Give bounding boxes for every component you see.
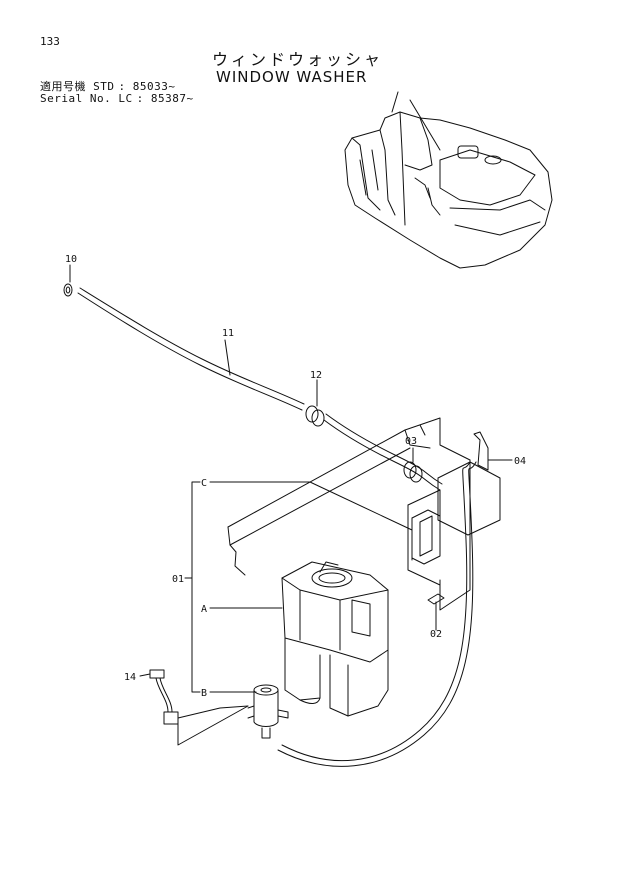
std-value: : 85033~ bbox=[118, 80, 176, 93]
return-hose bbox=[277, 461, 477, 767]
applicability-line-std: 適用号機 STD: 85033~ bbox=[40, 78, 175, 94]
callout-04: 04 bbox=[514, 456, 526, 467]
std-label: 適用号機 STD bbox=[40, 80, 115, 93]
hose-part-11 bbox=[77, 287, 305, 411]
callout-B: B bbox=[201, 688, 207, 699]
cab-panel-outline bbox=[227, 417, 471, 611]
bracket-plate-C bbox=[411, 509, 441, 565]
bracket-part-04 bbox=[437, 431, 513, 536]
grommet-part-03 bbox=[403, 447, 423, 483]
title-japanese: ウィンドウォッシャ bbox=[212, 50, 384, 69]
callout-12: 12 bbox=[310, 370, 322, 381]
grommet-part-12 bbox=[305, 379, 443, 491]
washer-tank-A bbox=[281, 561, 389, 717]
wiring-harness-part-14 bbox=[139, 669, 249, 725]
callout-03: 03 bbox=[405, 436, 417, 447]
page-number: 133 bbox=[40, 35, 60, 48]
assembly-bracket-01 bbox=[177, 379, 437, 746]
lc-value: : 85387~ bbox=[136, 92, 194, 105]
callout-11: 11 bbox=[222, 328, 234, 339]
callout-labels: 10 11 12 03 04 01 02 14 A B C bbox=[65, 254, 526, 699]
lc-label: Serial No. LC bbox=[40, 92, 133, 105]
callout-10: 10 bbox=[65, 254, 77, 265]
callout-01: 01 bbox=[172, 574, 184, 585]
callout-A: A bbox=[201, 604, 207, 615]
callout-02: 02 bbox=[430, 629, 442, 640]
bolt-part-02 bbox=[427, 593, 445, 626]
applicability-line-lc: Serial No. LC: 85387~ bbox=[40, 92, 194, 105]
machine-overview-illustration bbox=[344, 91, 553, 269]
nozzle-part-10 bbox=[63, 264, 73, 297]
washer-pump-B bbox=[247, 684, 289, 739]
title-english: WINDOW WASHER bbox=[216, 68, 368, 86]
callout-14: 14 bbox=[124, 672, 136, 683]
callout-C: C bbox=[201, 478, 207, 489]
